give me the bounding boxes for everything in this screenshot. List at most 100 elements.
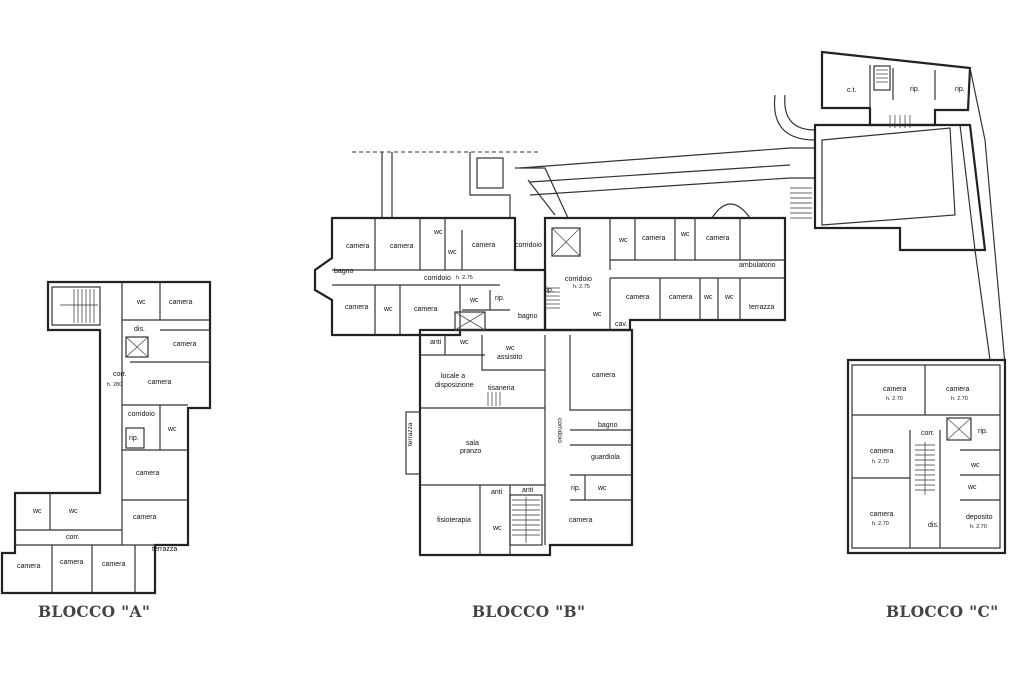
room-label: wc	[383, 306, 393, 313]
room-label: wc	[618, 237, 628, 244]
room-label: bagno	[334, 268, 354, 275]
room-label: dis.	[928, 522, 939, 529]
block-a-plan	[0, 280, 212, 595]
room-label: wc	[68, 508, 78, 515]
room-label: anti	[522, 487, 534, 494]
room-label: wc	[492, 525, 502, 532]
room-label: camera	[133, 514, 156, 521]
room-label: assistito	[497, 354, 522, 361]
room-label: wc	[136, 299, 146, 306]
room-label: rip.	[495, 295, 505, 302]
room-label: wc	[32, 508, 42, 515]
room-label: camera	[626, 294, 649, 301]
room-label: guardiola	[591, 454, 620, 461]
room-label: corridoio	[515, 242, 542, 249]
room-label: c.t.	[847, 87, 856, 94]
room-label: wc	[680, 231, 690, 238]
block-b-title: BLOCCO "B"	[472, 602, 586, 621]
block-c-plan	[846, 358, 1007, 555]
room-height: h. 2.70	[951, 396, 968, 402]
room-label: corr.	[66, 534, 80, 541]
room-label: wc	[597, 485, 607, 492]
room-label: wc	[724, 294, 734, 301]
room-label: dis.	[134, 326, 145, 333]
block-b-labels: camera camera wc wc camera corridoio cor…	[334, 229, 776, 532]
room-height: h. 2.75	[456, 275, 473, 281]
room-label: rip.	[544, 287, 554, 294]
block-b-plan	[313, 147, 815, 557]
room-label: terrazza	[749, 304, 774, 311]
room-label: corridoio	[424, 275, 451, 282]
room-label: camera	[390, 243, 413, 250]
block-a-title: BLOCCO "A"	[38, 602, 151, 621]
room-label: pranzo	[460, 448, 482, 455]
room-label: corridoio	[565, 276, 592, 283]
room-label: camera	[345, 304, 368, 311]
block-c-upper-plan	[773, 50, 1006, 366]
block-c-upper-labels: c.t. rip. rip.	[847, 86, 965, 94]
room-label: camera	[169, 299, 192, 306]
room-label: rip.	[129, 435, 139, 442]
room-label: locale a	[441, 373, 465, 380]
room-label: camera	[870, 511, 893, 518]
room-label: terrazza	[407, 422, 414, 446]
room-label: camera	[472, 242, 495, 249]
room-label: camera	[414, 306, 437, 313]
room-label: camera	[17, 563, 40, 570]
room-label: cav.	[615, 321, 627, 328]
room-label: wc	[433, 229, 443, 236]
room-label: bagno	[518, 313, 538, 320]
room-height: h. 280	[107, 382, 122, 388]
room-label: corridoio	[128, 411, 155, 418]
room-label: camera	[883, 386, 906, 393]
room-label: wc	[505, 345, 515, 352]
room-label: camera	[173, 341, 196, 348]
room-label: deposito	[966, 514, 993, 521]
room-label: wc	[459, 339, 469, 346]
room-label: camera	[946, 386, 969, 393]
room-label: tisaneria	[488, 385, 515, 392]
room-label: disposizione	[435, 382, 474, 389]
room-label: corr.	[113, 371, 127, 378]
room-height: h. 2.70	[872, 459, 889, 465]
room-label: corridoio	[556, 418, 563, 443]
room-label: wc	[447, 249, 457, 256]
room-label: camera	[592, 372, 615, 379]
room-label: camera	[669, 294, 692, 301]
block-c-labels: camera h. 2.70 camera h. 2.70 corr. rip.…	[870, 386, 993, 530]
room-label: camera	[102, 561, 125, 568]
room-height: h. 2.70	[970, 524, 987, 530]
room-label: camera	[148, 379, 171, 386]
room-label: ambulatorio	[739, 262, 776, 269]
block-a-labels: wc camera dis. camera corr. h. 280 camer…	[17, 299, 196, 570]
room-label: camera	[346, 243, 369, 250]
room-label: corr.	[921, 430, 935, 437]
room-label: camera	[706, 235, 729, 242]
room-label: bagno	[598, 422, 618, 429]
room-label: wc	[592, 311, 602, 318]
block-c-title: BLOCCO "C"	[886, 602, 999, 621]
room-label: wc	[469, 297, 479, 304]
room-label: anti	[430, 339, 442, 346]
room-height: h. 2.70	[886, 396, 903, 402]
room-height: h. 2.75	[573, 284, 590, 290]
room-label: camera	[136, 470, 159, 477]
room-label: rip.	[571, 485, 581, 492]
room-label: camera	[569, 517, 592, 524]
room-label: terrazza	[152, 546, 177, 553]
room-label: rip.	[955, 86, 965, 93]
room-label: camera	[870, 448, 893, 455]
room-label: wc	[703, 294, 713, 301]
room-label: camera	[60, 559, 83, 566]
room-label: wc	[967, 484, 977, 491]
room-label: wc	[970, 462, 980, 469]
room-label: wc	[167, 426, 177, 433]
room-label: rip.	[978, 428, 988, 435]
room-label: sala	[466, 440, 479, 447]
room-label: fisioterapia	[437, 517, 471, 524]
room-label: rip.	[910, 86, 920, 93]
room-height: h. 2.70	[872, 521, 889, 527]
room-label: anti	[491, 489, 503, 496]
room-label: camera	[642, 235, 665, 242]
